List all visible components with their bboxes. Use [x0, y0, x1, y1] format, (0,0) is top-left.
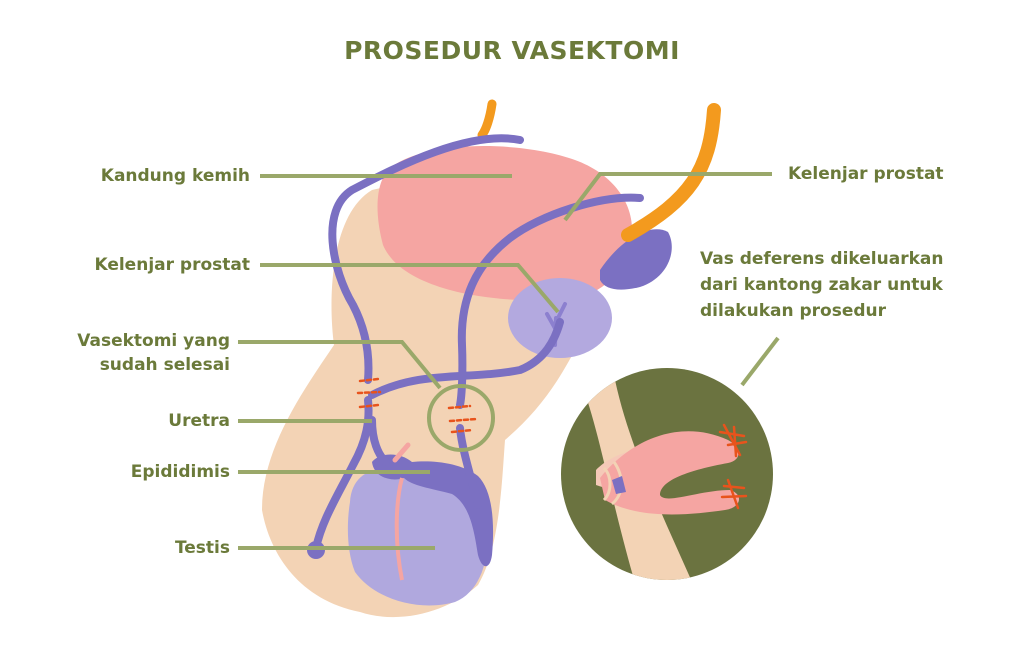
seminal-vesicle	[600, 229, 672, 290]
cut-marks-left	[356, 377, 382, 409]
label-epididimis: Epididimis	[130, 462, 230, 482]
ureter-right	[621, 103, 721, 242]
ureter-left	[477, 99, 497, 140]
leader-lines	[238, 172, 780, 550]
vas-deferens-right	[456, 193, 644, 509]
leader-inset	[740, 336, 780, 387]
label-uretra: Uretra	[168, 411, 230, 431]
label-vasektomi-line2: sudah selesai	[99, 355, 230, 375]
label-vasektomi-line1: Vasektomi yang	[77, 331, 230, 351]
leader-kelenjar-prostat-right	[563, 172, 772, 222]
page-title: PROSEDUR VASEKTOMI	[344, 36, 680, 65]
cut-marks-right	[447, 404, 478, 434]
highlight-circle	[427, 384, 495, 452]
note-line-3: dilakukan prosedur	[700, 301, 887, 321]
label-kandung-kemih: Kandung kemih	[100, 166, 250, 186]
inset-content	[580, 380, 748, 580]
urethra-tip	[392, 442, 411, 463]
note-line-2: dari kantong zakar untuk	[700, 275, 943, 295]
leader-kelenjar-prostat-left	[260, 263, 560, 314]
inset-note: Vas deferens dikeluarkan dari kantong za…	[700, 246, 1000, 324]
testis-shape	[347, 468, 488, 606]
label-kelenjar-prostat-left: Kelenjar prostat	[94, 255, 250, 275]
label-testis: Testis	[174, 538, 230, 558]
note-line-1: Vas deferens dikeluarkan	[700, 249, 944, 269]
vas-cross	[368, 318, 564, 399]
testis-divider	[394, 477, 404, 581]
vas-loop-inset	[600, 431, 740, 515]
epididymis-shape	[372, 454, 494, 567]
bladder-shape	[377, 146, 633, 302]
leader-vasektomi	[238, 340, 442, 390]
urethra-line	[368, 416, 390, 466]
label-kelenjar-prostat-right: Kelenjar prostat	[788, 164, 944, 184]
